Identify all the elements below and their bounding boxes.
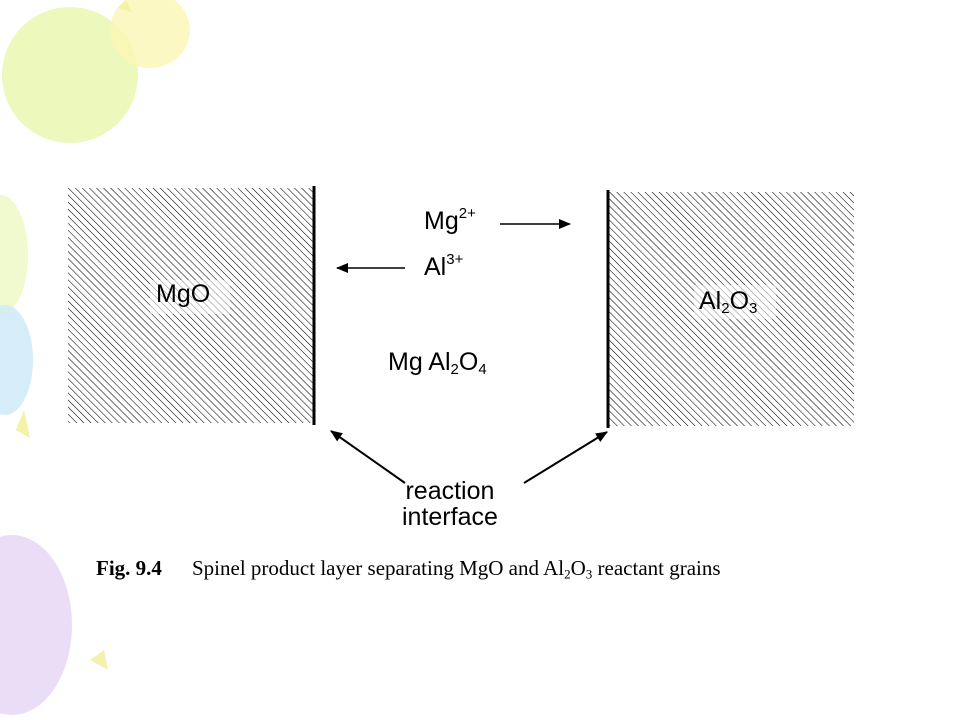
left-interface-arrow <box>330 430 406 484</box>
mgo-label: MgO <box>156 280 211 308</box>
interface-label-line1: reaction <box>405 477 495 505</box>
decorative-balloons <box>0 0 190 715</box>
yellow-balloon <box>110 0 190 68</box>
al-ion-label: Al3+ <box>424 250 464 281</box>
reaction-interface-label: reaction interface <box>402 478 498 530</box>
pale-green-balloon <box>0 195 28 315</box>
al2o3-label-backing <box>694 285 776 319</box>
al2o3-label: Al2O3 <box>699 287 758 317</box>
green-balloon <box>2 7 138 143</box>
caption-text: Spinel product layer separating MgO and … <box>192 556 721 582</box>
figure-caption: Fig. 9.4 Spinel product layer separating … <box>96 556 721 581</box>
spinel-product-label: Mg Al2O4 <box>388 348 487 378</box>
sparkle-shape <box>16 410 30 438</box>
mg-ion-label: Mg2+ <box>424 204 476 235</box>
sparkle-shape <box>118 0 132 12</box>
sparkle-shape <box>90 650 108 670</box>
purple-balloon <box>0 535 72 715</box>
figure-number: Fig. 9.4 <box>96 556 162 580</box>
interface-label-line2: interface <box>402 503 498 531</box>
mgo-label-backing <box>150 280 230 314</box>
right-interface-arrow <box>523 431 608 484</box>
blue-balloon <box>0 305 33 415</box>
